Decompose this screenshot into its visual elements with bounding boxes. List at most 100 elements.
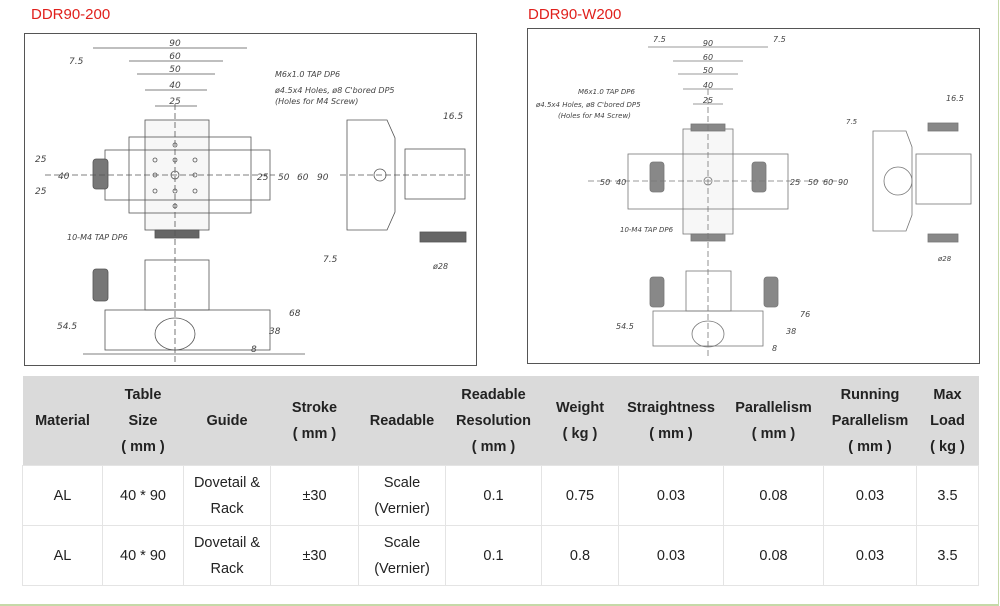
cell-line: AL [53, 487, 72, 504]
dim-v25-bottom: 25 [35, 187, 47, 197]
header-line: ( kg ) [930, 438, 965, 455]
side-view [340, 119, 470, 243]
dim-r60: 60 [823, 178, 833, 187]
cell-line: Scale [383, 534, 421, 551]
cell-line: AL [53, 547, 72, 564]
table-cell: 0.1 [445, 465, 542, 526]
cell-line: (Vernier) [374, 500, 430, 517]
table-cell: 0.8 [541, 525, 619, 586]
cell-line: Dovetail & [193, 474, 261, 491]
header-line: Material [35, 412, 90, 429]
header-line: ( mm ) [471, 438, 516, 455]
dim-16-5: 16.5 [443, 112, 463, 122]
dim-60: 60 [703, 53, 713, 62]
dim-v25-top: 25 [35, 155, 47, 165]
column-header: Straightness( mm ) [618, 376, 724, 466]
column-header: Weight ( kg ) [541, 376, 619, 466]
top-view [588, 46, 838, 359]
dim-r25: 25 [257, 173, 269, 183]
header-line: ( kg ) [562, 425, 598, 442]
dim-7-5-right: 7.5 [773, 35, 786, 44]
header-line: ( mm ) [121, 438, 165, 455]
dim-90: 90 [169, 39, 181, 49]
cell-line: Scale [383, 474, 421, 491]
note-holes: ø4.5x4 Holes, ø8 C'bored DP5 [274, 86, 394, 95]
header-line: ( mm ) [649, 425, 693, 442]
table-cell: 0.03 [618, 465, 724, 526]
note-m4-tap: 10-M4 TAP DP6 [620, 226, 674, 234]
table-row: AL 40 * 90 Dovetail & Rack ±30 Scale (Vernier)… [22, 465, 979, 526]
dim-8: 8 [772, 344, 777, 353]
table-cell: 0.03 [823, 465, 917, 526]
note-holes: ø4.5x4 Holes, ø8 C'bored DP5 [535, 101, 641, 109]
product-title-ddr90-200: DDR90-200 [31, 6, 111, 23]
cell-line: 40 * 90 [120, 487, 166, 504]
top-view [45, 47, 275, 364]
header-line: ( mm ) [751, 425, 796, 442]
table-cell: Scale(Vernier) [358, 525, 446, 586]
header-line: Weight [555, 399, 605, 416]
cell-line: 0.03 [855, 547, 885, 564]
dim-50: 50 [703, 66, 713, 75]
note-m6-tap: M6x1.0 TAP DP6 [578, 88, 635, 96]
column-header: Guide [183, 376, 271, 466]
cell-line: 0.08 [759, 547, 788, 564]
dim-90: 90 [703, 39, 713, 48]
table-cell: 3.5 [916, 525, 979, 586]
note-holes-m4: (Holes for M4 Screw) [275, 97, 358, 106]
header-line: Size [128, 412, 158, 429]
dim-r25: 25 [790, 178, 800, 187]
column-header: Stroke( mm ) [270, 376, 359, 466]
column-header: Parallelism ( mm ) [723, 376, 824, 466]
header-line: ( mm ) [848, 438, 892, 455]
header-line: Parallelism [831, 412, 909, 429]
dim-16-5: 16.5 [946, 94, 964, 103]
dim-v50: 50 [600, 178, 610, 187]
dim-v40: 40 [58, 172, 70, 182]
product-title-ddr90-w200: DDR90-W200 [528, 6, 622, 23]
header-line: Parallelism [735, 399, 812, 416]
table-cell: Dovetail & Rack [183, 525, 271, 586]
table-cell: 0.03 [618, 525, 724, 586]
dim-25: 25 [169, 97, 181, 107]
dim-76: 76 [800, 310, 810, 319]
dim-r7-5: 7.5 [323, 255, 338, 265]
table-cell: Dovetail & Rack [183, 465, 271, 526]
dim-25: 25 [703, 96, 713, 105]
header-line: Readable [369, 412, 435, 429]
cell-line: 0.03 [656, 487, 686, 504]
table-cell: 3.5 [916, 465, 979, 526]
cell-line: Rack [210, 500, 244, 517]
cell-line: Dovetail & [193, 534, 261, 551]
cell-line: Rack [210, 560, 244, 577]
dim-50: 50 [169, 65, 181, 75]
dim-40: 40 [703, 81, 713, 90]
header-line: Guide [206, 412, 248, 429]
dim-dia-28: ø28 [937, 255, 952, 263]
table-cell: 0.75 [541, 465, 619, 526]
dim-54-5: 54.5 [616, 322, 634, 331]
header-line: Table [124, 386, 162, 403]
technical-drawing-ddr90-200: 90 60 50 40 25 7.5 M6x1.0 TAP DP6 ø4.5x4… [24, 33, 477, 366]
table-cell: AL [22, 525, 103, 586]
dim-38: 38 [269, 327, 281, 337]
column-header: Readable [358, 376, 446, 466]
header-line: Resolution [456, 412, 531, 429]
dim-r7-5: 7.5 [846, 118, 858, 126]
dim-68: 68 [289, 309, 301, 319]
table-cell: 0.1 [445, 525, 542, 586]
cell-line: 0.1 [483, 547, 504, 564]
cell-line: 0.1 [483, 487, 504, 504]
cell-line: ±30 [302, 487, 327, 504]
dim-v40: 40 [616, 178, 626, 187]
dim-8: 8 [251, 345, 257, 355]
table-cell: 40 * 90 [102, 465, 184, 526]
column-header: Material [22, 376, 103, 466]
dim-r50: 50 [278, 173, 290, 183]
